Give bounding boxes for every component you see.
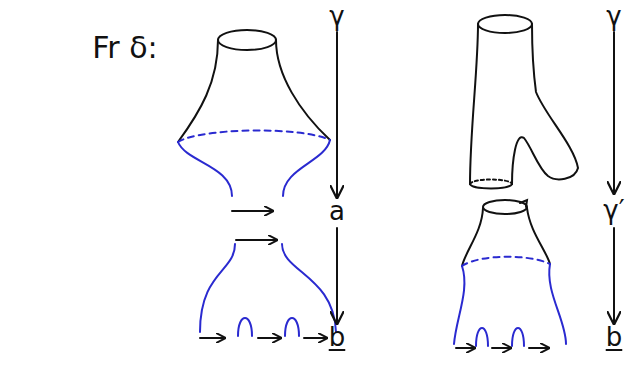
boundary-label: a — [329, 196, 345, 226]
boundary-label: γ — [606, 1, 621, 31]
left-blue-boundary — [178, 130, 336, 336]
figure-heading-wrap: Fr δ: — [92, 33, 157, 63]
right-blue-boundary — [454, 257, 566, 346]
figure-heading: Fr δ: — [92, 30, 157, 65]
left-cobordism — [178, 30, 330, 142]
lower-right-cobordism — [462, 200, 550, 266]
boundary-label: b — [606, 322, 623, 352]
boundary-label-wrap: γ — [329, 3, 344, 29]
left-map-arrows — [336, 32, 338, 322]
left-orientation-arrows — [200, 211, 326, 338]
right-map-arrows — [613, 32, 615, 322]
pants-cobordism — [470, 15, 578, 189]
boundary-label-wrap: a — [329, 198, 345, 224]
boundary-label-wrap: b — [606, 324, 623, 350]
boundary-label: b — [329, 322, 346, 352]
boundary-label: γ — [329, 1, 344, 31]
boundary-label-wrap: γ — [606, 3, 621, 29]
boundary-label-wrap: b — [329, 324, 346, 350]
boundary-label: γ′ — [603, 195, 624, 225]
boundary-label-wrap: γ′ — [603, 197, 624, 223]
right-orientation-arrows — [456, 347, 548, 349]
